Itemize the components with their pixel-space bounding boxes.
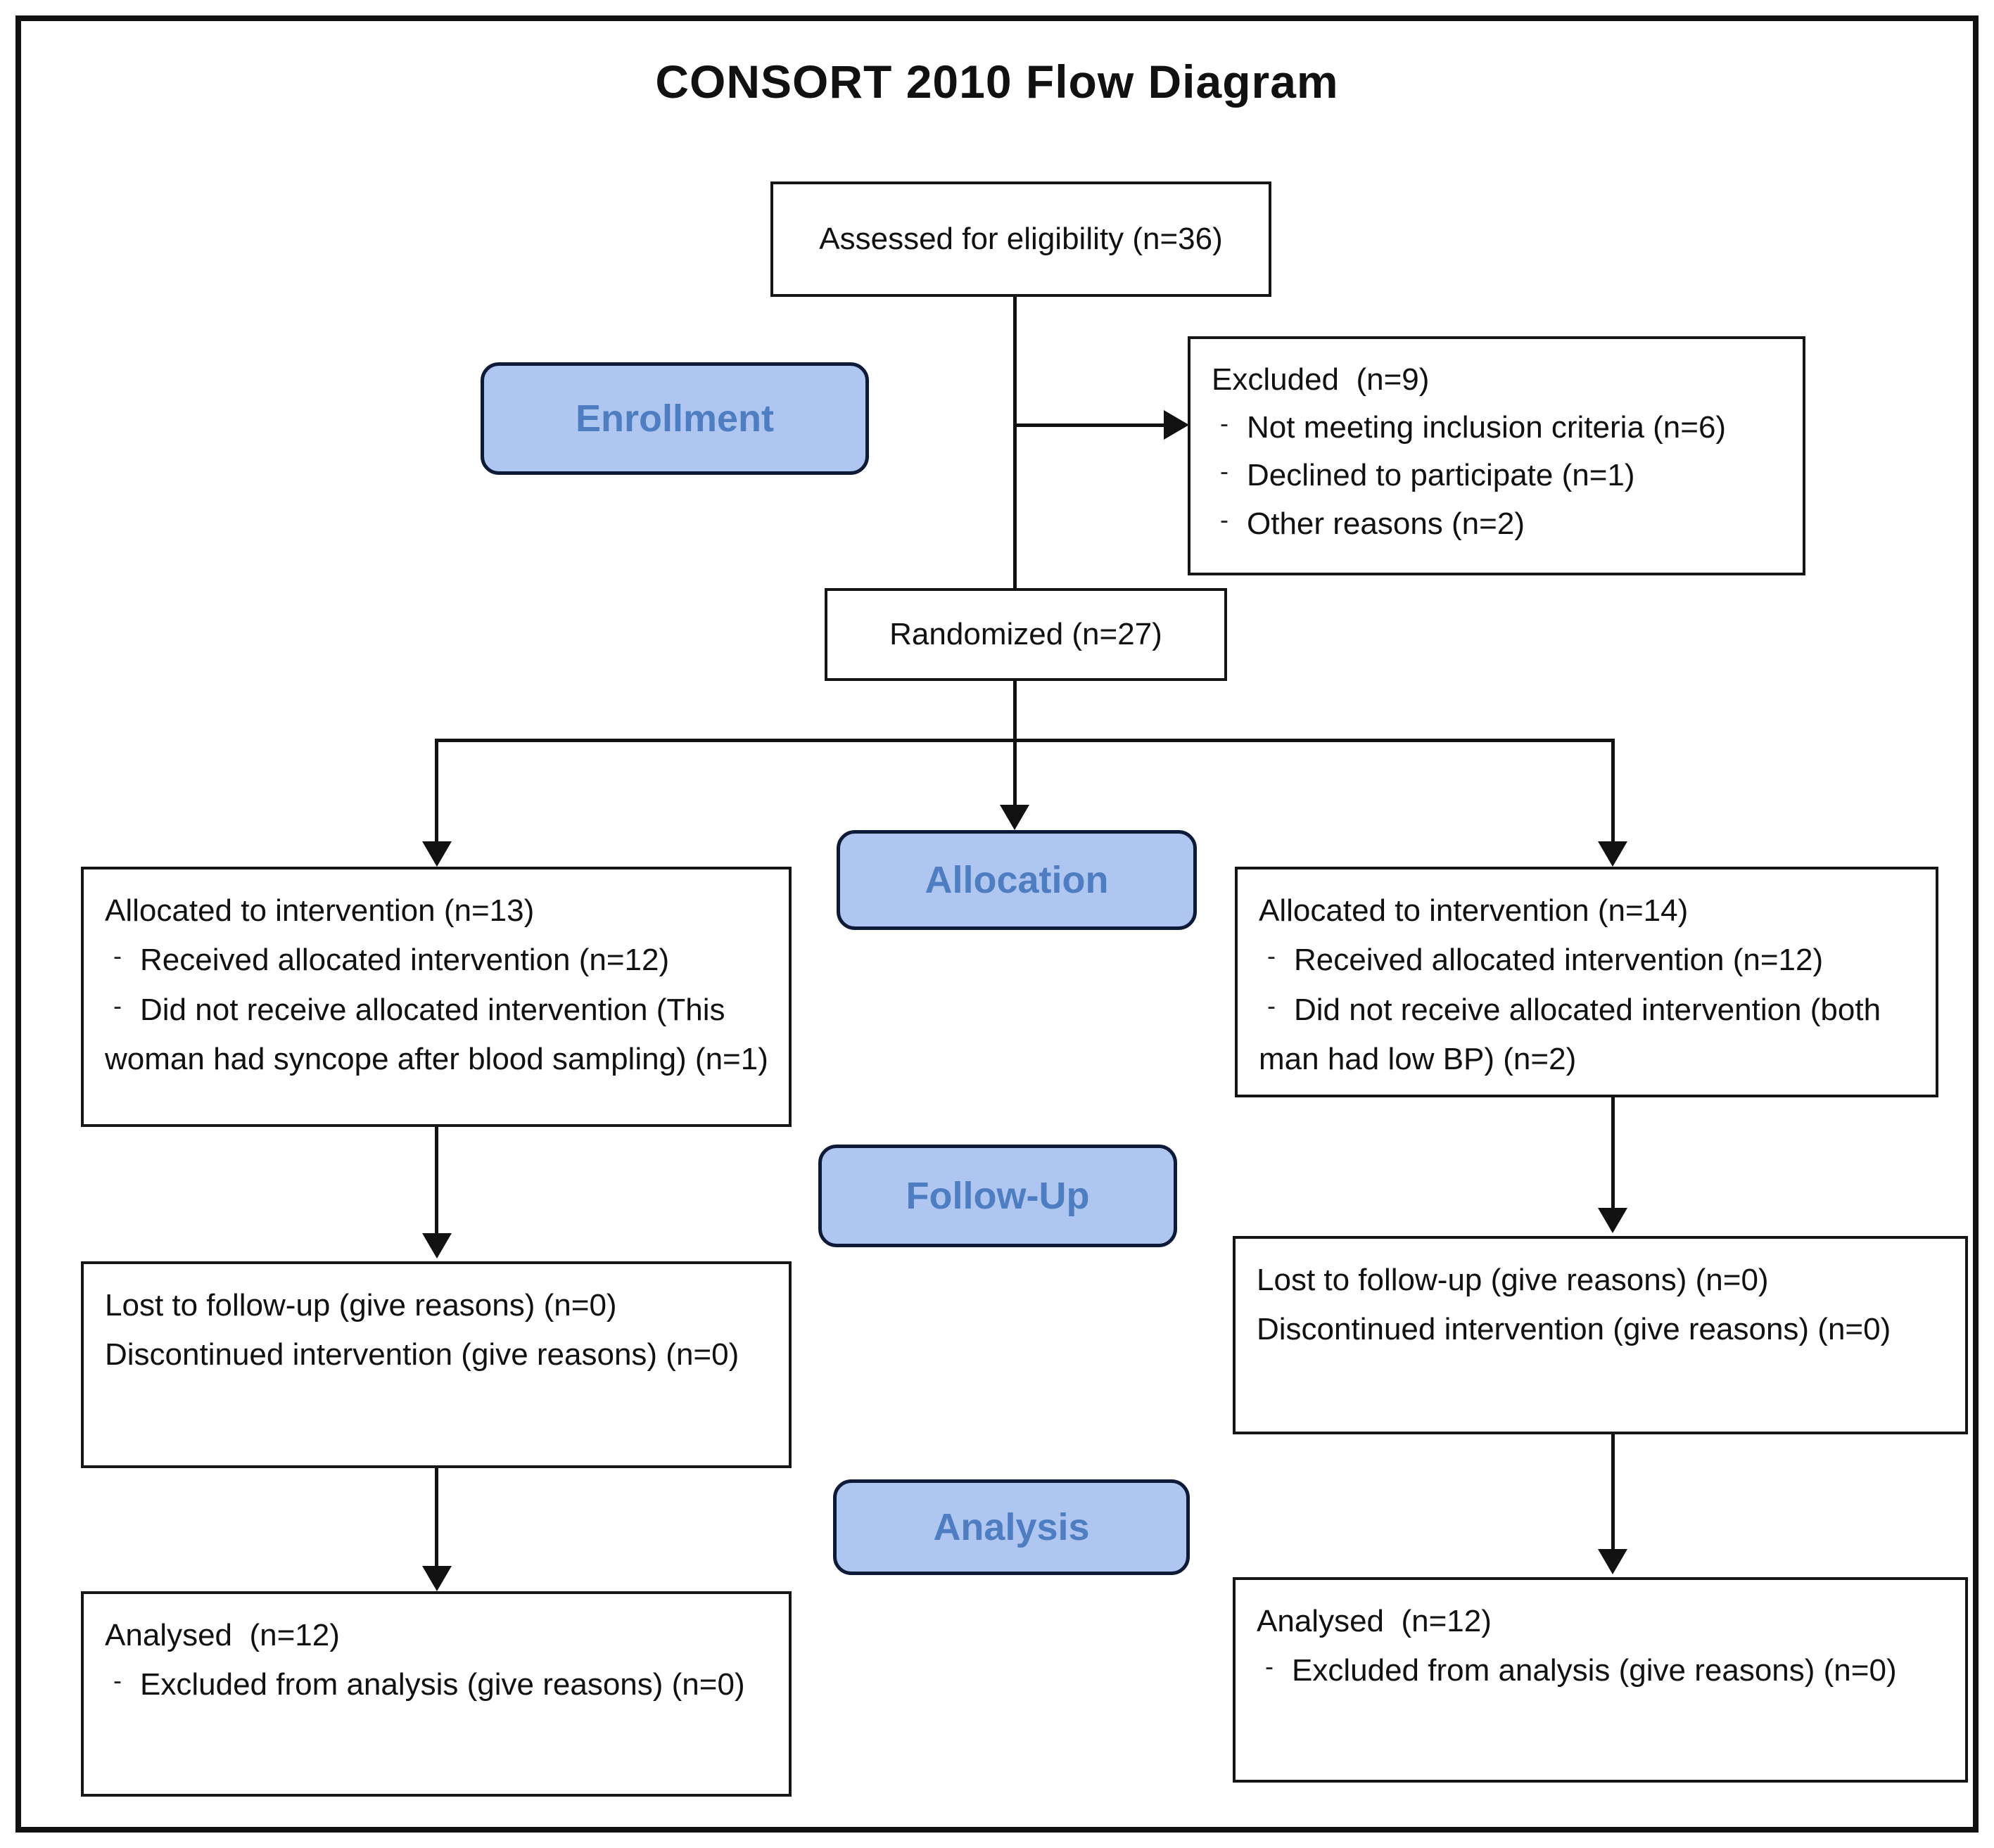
analysed-right-item: -Excluded from analysis (give reasons) (… xyxy=(1257,1646,1955,1695)
allocated-left-item: -Did not receive allocated intervention … xyxy=(105,986,779,1085)
bullet-icon: - xyxy=(113,1666,122,1695)
followup-left-box: Lost to follow-up (give reasons) (n=0) D… xyxy=(81,1261,792,1468)
phase-label-analysis: Analysis xyxy=(833,1479,1190,1575)
analysed-right-box: Analysed (n=12) -Excluded from analysis … xyxy=(1233,1577,1968,1783)
followup-right-line: Discontinued intervention (give reasons)… xyxy=(1257,1312,1891,1347)
arrowhead-down-analysed-right xyxy=(1598,1549,1627,1574)
arrowhead-down-followup-right xyxy=(1598,1208,1627,1233)
phase-label-allocation: Allocation xyxy=(837,830,1197,930)
bullet-icon: - xyxy=(1267,941,1276,971)
excluded-title: Excluded (n=9) xyxy=(1212,362,1430,397)
connector-branch-horizontal xyxy=(436,739,1614,742)
arrowhead-right-excluded xyxy=(1164,410,1189,440)
analysed-right-title: Analysed (n=12) xyxy=(1257,1604,1492,1638)
phase-label-enrollment: Enrollment xyxy=(481,362,869,475)
allocated-left-item: -Received allocated intervention (n=12) xyxy=(105,936,779,985)
followup-right-line: Lost to follow-up (give reasons) (n=0) xyxy=(1257,1263,1769,1297)
excluded-item: -Other reasons (n=2) xyxy=(1212,500,1793,548)
connector-follow-analysed-right xyxy=(1611,1434,1615,1549)
allocated-right-item: -Did not receive allocated intervention … xyxy=(1259,986,1926,1085)
connector-follow-analysed-left xyxy=(435,1468,438,1566)
analysis-label-text: Analysis xyxy=(933,1506,1090,1548)
assessed-box: Assessed for eligibility (n=36) xyxy=(770,181,1271,297)
arrowhead-down-allocated-right xyxy=(1598,841,1627,867)
arrowhead-down-allocated-left xyxy=(422,841,452,867)
connector-branch-left xyxy=(435,739,438,841)
connector-assessed-randomized xyxy=(1013,297,1017,590)
followup-right-box: Lost to follow-up (give reasons) (n=0) D… xyxy=(1233,1236,1968,1434)
connector-alloc-follow-left xyxy=(435,1127,438,1233)
randomized-text: Randomized (n=27) xyxy=(889,617,1162,651)
bullet-icon: - xyxy=(1220,504,1228,534)
arrowhead-down-analysed-left xyxy=(422,1566,452,1591)
allocated-left-title: Allocated to intervention (n=13) xyxy=(105,893,535,928)
connector-randomized-branch xyxy=(1013,681,1017,741)
bullet-icon: - xyxy=(1265,1652,1274,1681)
bullet-icon: - xyxy=(113,990,122,1020)
connector-branch-middle xyxy=(1013,739,1017,805)
excluded-box: Excluded (n=9) -Not meeting inclusion cr… xyxy=(1188,336,1805,575)
analysed-left-item: -Excluded from analysis (give reasons) (… xyxy=(105,1660,779,1709)
assessed-text: Assessed for eligibility (n=36) xyxy=(819,222,1223,256)
enrollment-label-text: Enrollment xyxy=(575,397,775,440)
followup-label-text: Follow-Up xyxy=(906,1175,1090,1217)
page-title: CONSORT 2010 Flow Diagram xyxy=(655,56,1339,108)
analysed-left-box: Analysed (n=12) -Excluded from analysis … xyxy=(81,1591,792,1797)
followup-left-line: Lost to follow-up (give reasons) (n=0) xyxy=(105,1288,617,1323)
followup-left-line: Discontinued intervention (give reasons)… xyxy=(105,1337,739,1372)
allocated-right-title: Allocated to intervention (n=14) xyxy=(1259,893,1689,928)
connector-to-excluded xyxy=(1015,423,1164,427)
bullet-icon: - xyxy=(113,941,122,971)
analysed-left-title: Analysed (n=12) xyxy=(105,1618,340,1652)
excluded-item: -Declined to participate (n=1) xyxy=(1212,452,1793,499)
bullet-icon: - xyxy=(1220,457,1228,486)
phase-label-followup: Follow-Up xyxy=(818,1145,1177,1247)
allocation-label-text: Allocation xyxy=(925,859,1109,901)
allocated-right-box: Allocated to intervention (n=14) -Receiv… xyxy=(1235,867,1938,1097)
arrowhead-down-allocation-label xyxy=(1000,805,1029,830)
arrowhead-down-followup-left xyxy=(422,1233,452,1258)
bullet-icon: - xyxy=(1267,990,1276,1020)
randomized-box: Randomized (n=27) xyxy=(825,588,1227,681)
connector-branch-right xyxy=(1611,739,1615,841)
allocated-right-item: -Received allocated intervention (n=12) xyxy=(1259,936,1926,985)
allocated-left-box: Allocated to intervention (n=13) -Receiv… xyxy=(81,867,792,1127)
bullet-icon: - xyxy=(1220,409,1228,438)
excluded-item: -Not meeting inclusion criteria (n=6) xyxy=(1212,404,1793,452)
connector-alloc-follow-right xyxy=(1611,1097,1615,1208)
